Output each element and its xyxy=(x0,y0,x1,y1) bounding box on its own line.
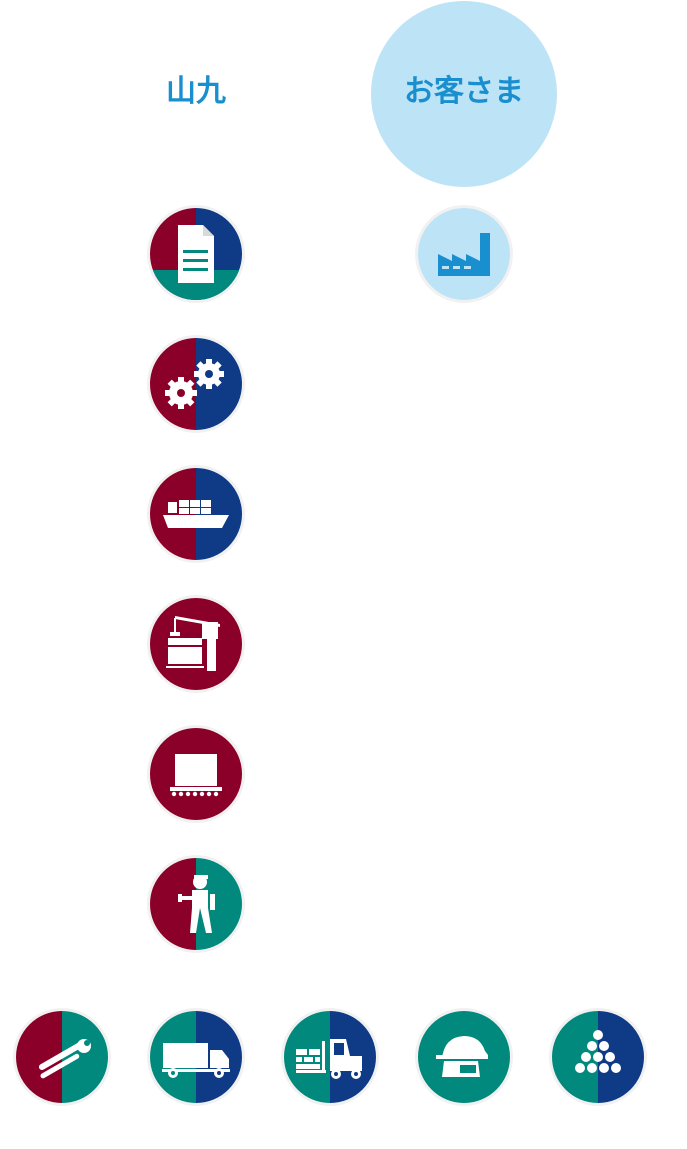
customer-bubble xyxy=(371,1,557,187)
hard-hat-icon xyxy=(418,1011,510,1103)
pallet-box-icon xyxy=(150,728,242,820)
tools-icon xyxy=(16,1011,108,1103)
gears-icon xyxy=(150,338,242,430)
left-column-title: 山九 xyxy=(166,74,226,109)
document-icon xyxy=(150,208,242,300)
cargo-ship-icon xyxy=(150,468,242,560)
right-column-title: お客さま xyxy=(404,74,524,109)
truck-icon xyxy=(150,1011,242,1103)
forklift-icon xyxy=(284,1011,376,1103)
worker-icon xyxy=(150,858,242,950)
crane-icon xyxy=(150,598,242,690)
stacked-pipes-icon xyxy=(552,1011,644,1103)
factory-icon xyxy=(418,208,510,300)
